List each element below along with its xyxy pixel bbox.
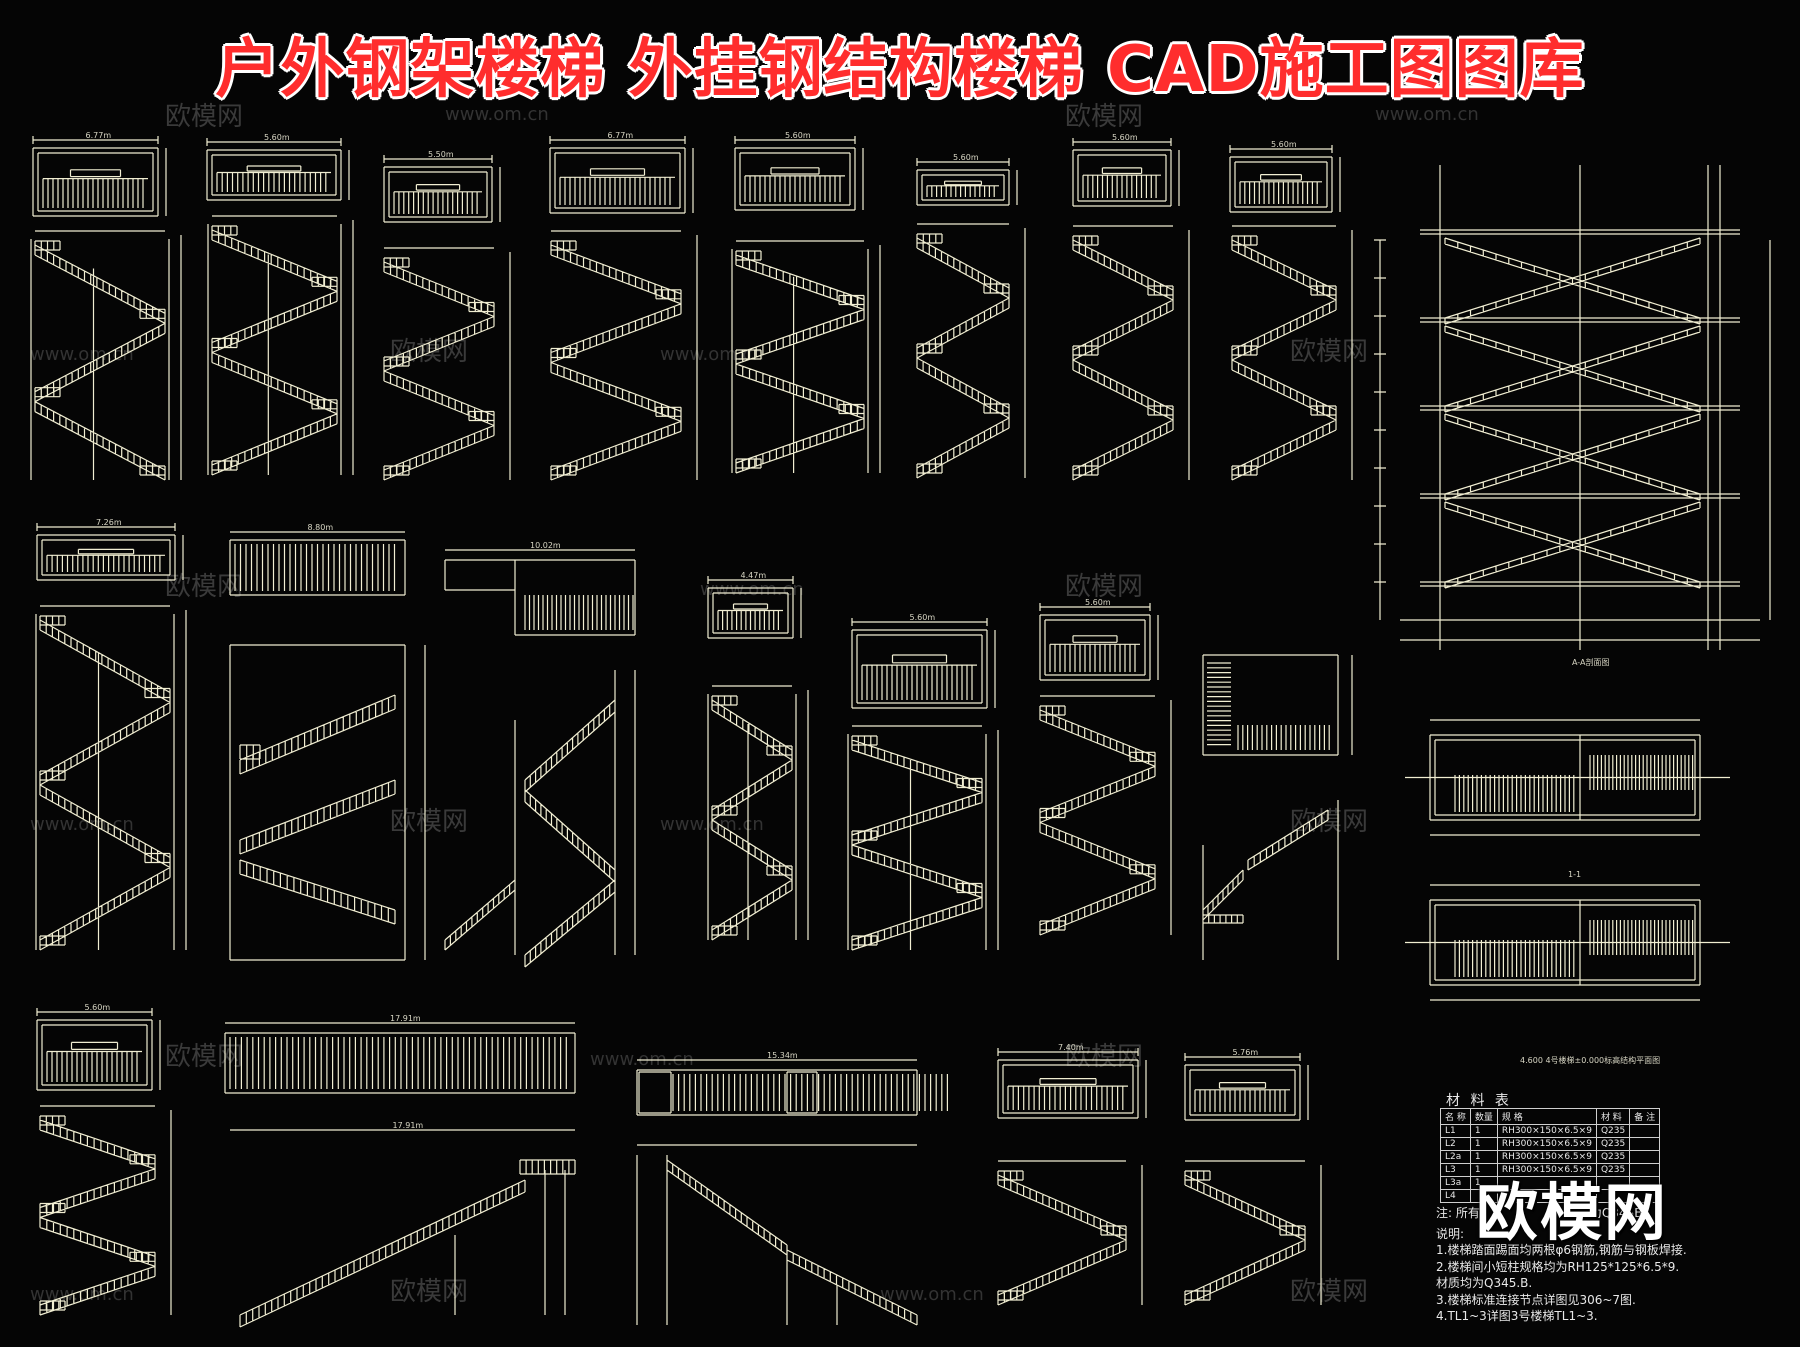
- table-cell: 材 料: [1595, 1108, 1631, 1125]
- dimension-label: 7.40m: [1058, 1043, 1084, 1052]
- table-cell: [1469, 1189, 1498, 1203]
- row2-stairs: [35, 523, 1353, 968]
- design-notes: 注: 所有为Q345B 说明: 1.楼梯踏面踢面均两根φ6钢筋,钢筋与钢板焊接.…: [1436, 1205, 1776, 1325]
- table-cell: [1629, 1189, 1661, 1203]
- dimension-label: 15.34m: [767, 1051, 798, 1060]
- dimension-label: 10.02m: [530, 541, 561, 550]
- table-cell: L2: [1440, 1137, 1471, 1151]
- table-cell: L4: [1440, 1189, 1471, 1203]
- dimension-label: 6.77m: [608, 131, 634, 140]
- table-cell: 1: [1469, 1124, 1498, 1138]
- section-aa: [1374, 165, 1771, 650]
- dimension-label: 5.60m: [1112, 133, 1138, 142]
- watermark-url: www.om.cn: [445, 104, 549, 125]
- dimension-label: 6.77m: [86, 131, 112, 140]
- table-cell: Q235: [1595, 1124, 1631, 1138]
- watermark-url: www.om.cn: [880, 1284, 984, 1305]
- dimension-label: 4.47m: [741, 571, 767, 580]
- watermark: 欧模网: [1065, 1042, 1143, 1072]
- dimension-label: 5.60m: [1271, 140, 1297, 149]
- note-item-4: 3.楼梯标准连接节点详图见306~7图.: [1436, 1292, 1636, 1307]
- plans-1-1: [1405, 719, 1730, 1001]
- watermark: 欧模网: [1290, 337, 1368, 367]
- note-item-1: 1.楼梯踏面踢面均两根φ6钢筋,钢筋与钢板焊接.: [1436, 1243, 1687, 1257]
- watermark: 欧模网: [165, 572, 243, 602]
- watermark-layer: 欧模网欧模网欧模网欧模网欧模网欧模网欧模网欧模网欧模网欧模网欧模网欧模网www.…: [30, 102, 1479, 1307]
- watermark: 欧模网: [1065, 572, 1143, 602]
- page-title: 户外钢架楼梯 外挂钢结构楼梯 CAD施工图图库: [215, 33, 1585, 107]
- table-cell: RH300×150×6.5×9: [1496, 1137, 1597, 1151]
- table-cell: RH300×150×6.5×9: [1496, 1124, 1597, 1138]
- watermark: 欧模网: [390, 807, 468, 837]
- material-table-title: 材 料 表: [1446, 1093, 1512, 1109]
- dimension-labels: 6.77m 5.60m 5.50m 6.77m 5.60m 5.60m 5.60m 5.60m…: [85, 131, 1661, 1130]
- table-cell: [1629, 1124, 1661, 1138]
- table-cell: 备 注: [1629, 1108, 1661, 1125]
- watermark-url: www.om.cn: [30, 814, 134, 835]
- watermark: 欧模网: [165, 102, 243, 132]
- notes-heading: 说明:: [1436, 1226, 1465, 1241]
- watermark: 欧模网: [390, 1277, 468, 1307]
- table-cell: 1: [1469, 1137, 1498, 1151]
- note-item-2: 2.楼梯间小短柱规格均为RH125*125*6.5*9.: [1436, 1259, 1680, 1274]
- watermark-url: www.om.cn: [660, 344, 764, 365]
- section-label-aa: A-A剖面图: [1572, 657, 1609, 667]
- dimension-label: 5.60m: [953, 153, 979, 162]
- table-cell: [1629, 1137, 1661, 1151]
- dimension-label: 7.26m: [96, 518, 122, 527]
- brand-logo: 欧模网: [1476, 1176, 1669, 1249]
- table-cell: [1595, 1189, 1631, 1203]
- dimension-label: 5.60m: [85, 1003, 111, 1012]
- table-cell: L3a: [1440, 1176, 1471, 1190]
- stair-drawings: [30, 136, 1771, 1328]
- dimension-label: 8.80m: [308, 523, 334, 532]
- table-cell: 数量: [1469, 1108, 1498, 1125]
- table-cell: Q235: [1595, 1150, 1631, 1164]
- section-label-11: 1-1: [1568, 870, 1581, 879]
- watermark-url: www.om.cn: [30, 1284, 134, 1305]
- watermark-url: www.om.cn: [700, 579, 804, 600]
- watermark: 欧模网: [1290, 807, 1368, 837]
- note-item-3: 材质均为Q345.B.: [1436, 1276, 1533, 1290]
- table-cell: L3: [1440, 1163, 1471, 1177]
- dimension-label: 17.91m: [390, 1014, 421, 1023]
- plan-caption: 4.600 4号楼梯±0.000标高结构平面图: [1520, 1055, 1660, 1065]
- watermark-url: www.om.cn: [30, 344, 134, 365]
- dimension-label: 17.91m: [393, 1121, 424, 1130]
- dimension-label: 5.50m: [428, 150, 454, 159]
- dimension-label: 5.60m: [910, 613, 936, 622]
- row3-stairs: [36, 1008, 1322, 1328]
- table-cell: 规 格: [1496, 1108, 1597, 1125]
- dimension-label: 5.60m: [1085, 598, 1111, 607]
- table-row: L4: [1440, 1189, 1661, 1203]
- table-cell: L2a: [1440, 1150, 1471, 1164]
- row1-stair-plans: [32, 136, 1341, 223]
- row1-stair-elevations: [30, 215, 1353, 481]
- table-cell: 名 称: [1440, 1108, 1471, 1125]
- dimension-label: 5.60m: [785, 131, 811, 140]
- dimension-label: 5.60m: [264, 133, 290, 142]
- dimension-label: 5.76m: [1233, 1048, 1259, 1057]
- note-line: 注: 所有为Q345B: [1436, 1206, 1643, 1220]
- table-cell: L1: [1440, 1124, 1471, 1138]
- table-header-row: 名 称数量规 格材 料备 注: [1440, 1108, 1661, 1125]
- watermark: 欧模网: [1290, 1277, 1368, 1307]
- note-item-5: 4.TL1~3详图3号楼梯TL1~3.: [1436, 1309, 1598, 1323]
- watermark: 欧模网: [1065, 102, 1143, 132]
- watermark-url: www.om.cn: [1375, 104, 1479, 125]
- table-cell: Q235: [1595, 1137, 1631, 1151]
- watermark: 欧模网: [165, 1042, 243, 1072]
